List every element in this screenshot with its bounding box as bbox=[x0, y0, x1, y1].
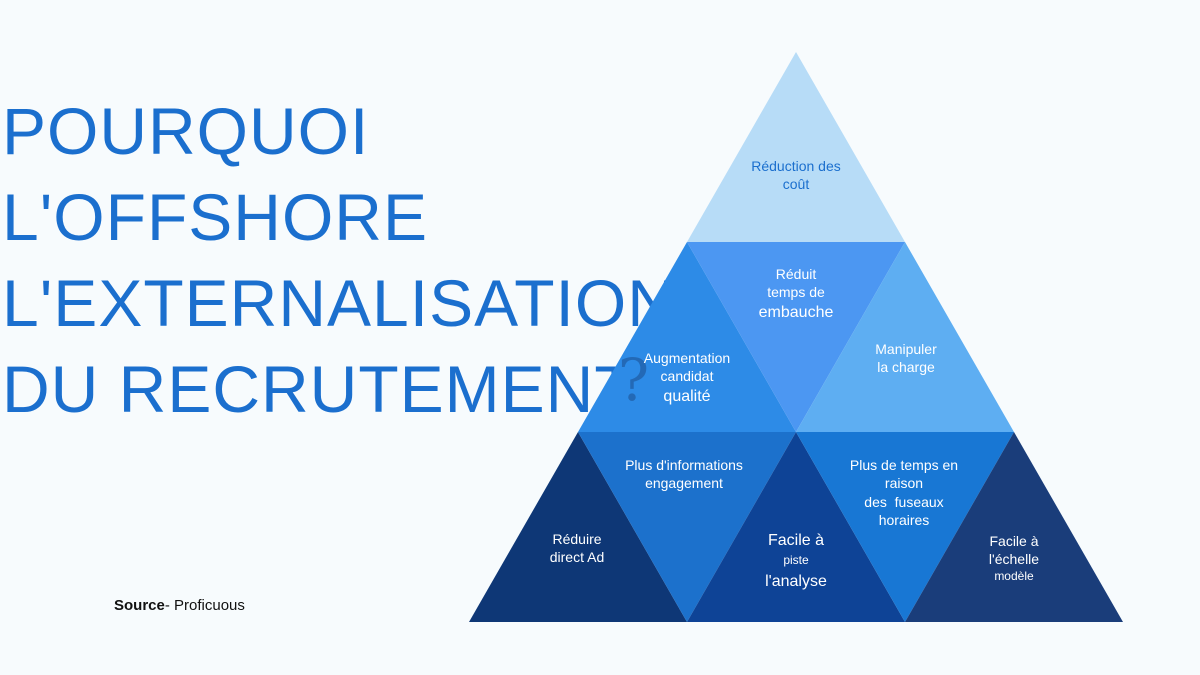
label-bottom-inv-left: Plus d'informations engagement bbox=[599, 456, 769, 493]
label-bottom-center-line-2: piste bbox=[783, 553, 809, 568]
page-title: POURQUOI L'OFFSHORE L'EXTERNALISATION DU… bbox=[2, 88, 676, 432]
label-bottom-inv-right-line-1: Plus de temps en bbox=[849, 457, 959, 473]
pyramid-middle-left-triangle bbox=[578, 242, 796, 432]
label-middle-left-line-2: candidat bbox=[660, 368, 714, 385]
pyramid-middle-center-triangle bbox=[687, 242, 905, 432]
label-top: Réduction des coût bbox=[736, 157, 856, 194]
label-middle-center-line-2: temps de bbox=[767, 284, 825, 301]
pyramid-bottom-left-triangle bbox=[469, 432, 687, 622]
label-bottom-inv-left-line-2: engagement bbox=[645, 475, 723, 492]
title-line-4: DU RECRUTEMENT bbox=[2, 352, 636, 426]
label-bottom-center-line-1: Facile à bbox=[767, 532, 825, 549]
label-bottom-right-line-2: l'échelle bbox=[988, 551, 1040, 568]
label-bottom-inv-right-line-4: horaires bbox=[878, 512, 930, 529]
question-mark: ? bbox=[618, 346, 650, 414]
title-line-2: L'OFFSHORE bbox=[2, 180, 428, 254]
label-bottom-inv-right: Plus de temps en raison des fuseaux hora… bbox=[819, 456, 989, 530]
pyramid-bottom-center-triangle bbox=[687, 432, 905, 622]
pyramid-bottom-inv-right-triangle bbox=[796, 432, 1014, 622]
source-credit: Source- Proficuous bbox=[114, 597, 245, 614]
label-middle-center-line-1: Réduit bbox=[775, 266, 817, 282]
label-bottom-inv-right-line-2: raison bbox=[884, 475, 924, 492]
label-bottom-inv-left-line-1: Plus d'informations bbox=[625, 457, 743, 473]
label-middle-center-line-3: embauche bbox=[758, 303, 834, 321]
label-bottom-inv-right-line-3: des fuseaux bbox=[864, 493, 944, 510]
label-bottom-left-line-1: Réduire bbox=[552, 531, 602, 547]
label-middle-left-line-3: qualité bbox=[663, 387, 711, 405]
label-middle-right-line-1: Manipuler bbox=[875, 341, 937, 357]
label-middle-center: Réduit temps de embauche bbox=[736, 265, 856, 323]
label-middle-right: Manipuler la charge bbox=[846, 340, 966, 377]
label-bottom-left-line-2: direct Ad bbox=[549, 549, 605, 566]
pyramid-bottom-inv-left-triangle bbox=[578, 432, 796, 622]
pyramid-top-triangle bbox=[687, 52, 905, 242]
label-bottom-right-line-3: modèle bbox=[994, 568, 1034, 583]
label-top-line-1: Réduction des bbox=[751, 158, 841, 174]
label-middle-left: Augmentation candidat qualité bbox=[627, 349, 747, 407]
title-line-3: L'EXTERNALISATION bbox=[2, 266, 676, 340]
label-bottom-right-line-1: Facile à bbox=[989, 533, 1039, 549]
label-top-line-2: coût bbox=[782, 176, 810, 193]
title-line-1: POURQUOI bbox=[2, 94, 370, 168]
source-value: Proficuous bbox=[174, 597, 245, 614]
label-bottom-left: Réduire direct Ad bbox=[527, 530, 627, 567]
label-bottom-center-line-3: l'analyse bbox=[765, 572, 827, 590]
source-label: Source bbox=[114, 597, 165, 614]
label-middle-left-line-1: Augmentation bbox=[643, 350, 731, 366]
source-separator: - bbox=[164, 597, 170, 614]
pyramid-bottom-right-triangle bbox=[905, 432, 1123, 622]
label-middle-right-line-2: la charge bbox=[877, 359, 935, 376]
label-bottom-right: Facile à l'échelle modèle bbox=[964, 532, 1064, 585]
label-bottom-center: Facile à piste l'analyse bbox=[746, 530, 846, 592]
pyramid-middle-right-triangle bbox=[796, 242, 1014, 432]
